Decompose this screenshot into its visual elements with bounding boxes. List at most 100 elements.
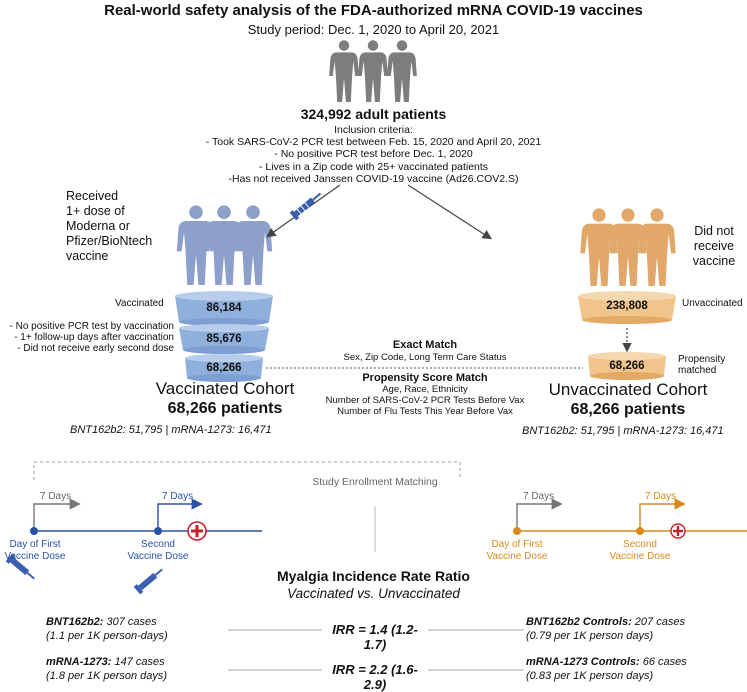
did-not-receive-label: Did not receive vaccine: [686, 224, 742, 269]
unvaccinated-funnel-1: [578, 291, 676, 324]
person-figure: [329, 40, 359, 102]
result-row-2-left: mRNA-1273: 147 cases (1.8 per 1K person …: [46, 655, 226, 683]
unvaccinated-first-dose-label: Day of First Vaccine Dose: [482, 539, 552, 563]
second-dose-line: Vaccine Dose: [127, 551, 189, 562]
results-title: Myalgia Incidence Rate Ratio: [277, 568, 470, 584]
syringe-first-dose-icon: [5, 553, 35, 580]
vaccinated-funnel-3-value: 68,266: [206, 362, 242, 374]
result-rate: (0.83 per 1K person days): [526, 670, 654, 682]
unvaccinated-7days-gray-arrow: [516, 498, 563, 527]
unvaccinated-funnel-1-value: 238,808: [606, 300, 648, 312]
vaccinated-side-label: Vaccinated: [115, 298, 164, 309]
result-row-2-irr: IRR = 2.2 (1.6-2.9): [332, 662, 418, 692]
vaccinated-first-dose-dot: [30, 527, 38, 535]
propensity-match-title: Propensity Score Match: [362, 372, 488, 384]
second-dose-line: Vaccine Dose: [609, 551, 671, 562]
second-dose-line: Second: [623, 539, 657, 550]
exclusion-item: - 1+ follow-up days after vaccination: [14, 332, 174, 343]
enrollment-bracket: [33, 461, 461, 480]
received-label: Received 1+ dose of Moderna or Pfizer/Bi…: [66, 189, 152, 264]
result-label: BNT162b2 Controls:: [526, 616, 632, 628]
first-dose-line: Vaccine Dose: [486, 551, 548, 562]
unvaccinated-funnel-2-value: 68,266: [609, 360, 645, 372]
person-figure: [176, 205, 216, 285]
propensity-item: Number of Flu Tests This Year Before Vax: [337, 406, 513, 417]
propensity-item: Age, Race, Ethnicity: [382, 384, 468, 395]
first-dose-line: Vaccine Dose: [4, 551, 66, 562]
result-label: mRNA-1273 Controls:: [526, 656, 640, 668]
first-dose-line: Day of First: [491, 539, 543, 550]
enrollment-matching-label: Study Enrollment Matching: [312, 476, 438, 488]
propensity-item: Number of SARS-CoV-2 PCR Tests Before Va…: [325, 395, 525, 406]
exact-match-title: Exact Match: [392, 339, 458, 351]
result-rate: (1.8 per 1K person days): [46, 670, 168, 682]
unvaccinated-cohort-count: 68,266 patients: [570, 401, 686, 418]
result-label: BNT162b2:: [46, 616, 104, 628]
vaccinated-breakdown: BNT162b2: 51,795 | mRNA-1273: 16,471: [70, 424, 272, 436]
arrow-to-unvaccinated: [407, 184, 493, 240]
unvaccinated-second-dose-label: Second Vaccine Dose: [604, 539, 676, 563]
results-subtitle: Vaccinated vs. Unvaccinated: [287, 586, 460, 601]
person-figure: [204, 205, 244, 285]
vaccinated-7days-blue-arrow: [157, 498, 203, 527]
result-cases: 307 cases: [103, 616, 157, 628]
result-cases: 66 cases: [639, 656, 687, 668]
exclusion-item: - Did not receive early second dose: [17, 343, 174, 354]
syringe-second-dose-icon: [133, 568, 163, 595]
vaccinated-cohort-title: Vaccinated Cohort: [155, 379, 295, 398]
person-figure: [358, 40, 388, 102]
result-row-1-right: BNT162b2 Controls: 207 cases (0.79 per 1…: [526, 615, 746, 643]
inclusion-criteria: Inclusion criteria: - Took SARS-CoV-2 PC…: [0, 124, 747, 185]
unvaccinated-second-dose-dot: [636, 527, 644, 535]
criteria-item: - Took SARS-CoV-2 PCR test between Feb. …: [205, 136, 542, 149]
syringe-icon: [289, 192, 322, 221]
result-label: mRNA-1273:: [46, 656, 112, 668]
received-line: Moderna or: [66, 219, 130, 233]
received-line: Pfizer/BioNtech: [66, 234, 153, 248]
unvaccinated-funnel-2: [588, 352, 666, 380]
study-period: Study period: Dec. 1, 2020 to April 20, …: [247, 22, 500, 37]
propensity-matched-label: Propensity matched: [678, 354, 725, 376]
vaccinated-first-dose-label: Day of First Vaccine Dose: [0, 539, 70, 563]
unvaccinated-red-cross-icon: [670, 523, 686, 539]
vaccinated-red-cross-icon: [187, 521, 207, 541]
result-cases: 147 cases: [111, 656, 165, 668]
unvaccinated-7days-orange-label: 7 Days: [645, 491, 677, 502]
unvaccinated-7days-orange-arrow: [639, 498, 686, 527]
propensity-match-text: Age, Race, Ethnicity Number of SARS-CoV-…: [270, 384, 580, 417]
second-dose-line: Second: [141, 539, 175, 550]
person-figure: [387, 40, 417, 102]
result-row-1-irr: IRR = 1.4 (1.2-1.7): [332, 622, 418, 652]
vaccinated-funnel-1: [175, 291, 273, 326]
received-line: 1+ dose of: [66, 204, 125, 218]
did-not-line: vaccine: [692, 254, 736, 268]
vaccinated-second-dose-dot: [154, 527, 162, 535]
vaccinated-funnel-1-value: 86,184: [206, 302, 242, 314]
unvaccinated-7days-gray-label: 7 Days: [523, 491, 555, 502]
first-dose-line: Day of First: [9, 539, 61, 550]
population-count: 324,992 adult patients: [300, 106, 447, 122]
vaccinated-7days-gray-arrow: [33, 498, 81, 527]
person-figure: [580, 208, 618, 286]
unvaccinated-side-label: Unvaccinated: [682, 298, 743, 309]
vaccinated-people-icon: [176, 205, 273, 285]
result-row-1-left: BNT162b2: 307 cases (1.1 per 1K person-d…: [46, 615, 226, 643]
received-line: vaccine: [66, 249, 109, 263]
unvaccinated-breakdown: BNT162b2: 51,795 | mRNA-1273: 16,471: [522, 425, 724, 437]
person-figure: [233, 205, 273, 285]
did-not-line: Did not: [694, 224, 734, 238]
criteria-item: - No positive PCR test before Dec. 1, 20…: [274, 148, 473, 161]
propensity-line: matched: [678, 365, 717, 376]
received-line: Received: [66, 189, 119, 203]
person-figure: [609, 208, 647, 286]
vaccinated-second-dose-label: Second Vaccine Dose: [122, 539, 194, 563]
person-figure: [638, 208, 676, 286]
criteria-item: -Has not received Janssen COVID-19 vacci…: [228, 172, 519, 185]
vaccinated-cohort-count: 68,266 patients: [167, 400, 283, 417]
vaccinated-7days-blue-label: 7 Days: [162, 491, 194, 502]
vaccinated-funnel-3: [185, 354, 263, 382]
population-people-icon: [329, 40, 417, 102]
did-not-line: receive: [693, 239, 735, 253]
result-row-2-right: mRNA-1273 Controls: 66 cases (0.83 per 1…: [526, 655, 746, 683]
